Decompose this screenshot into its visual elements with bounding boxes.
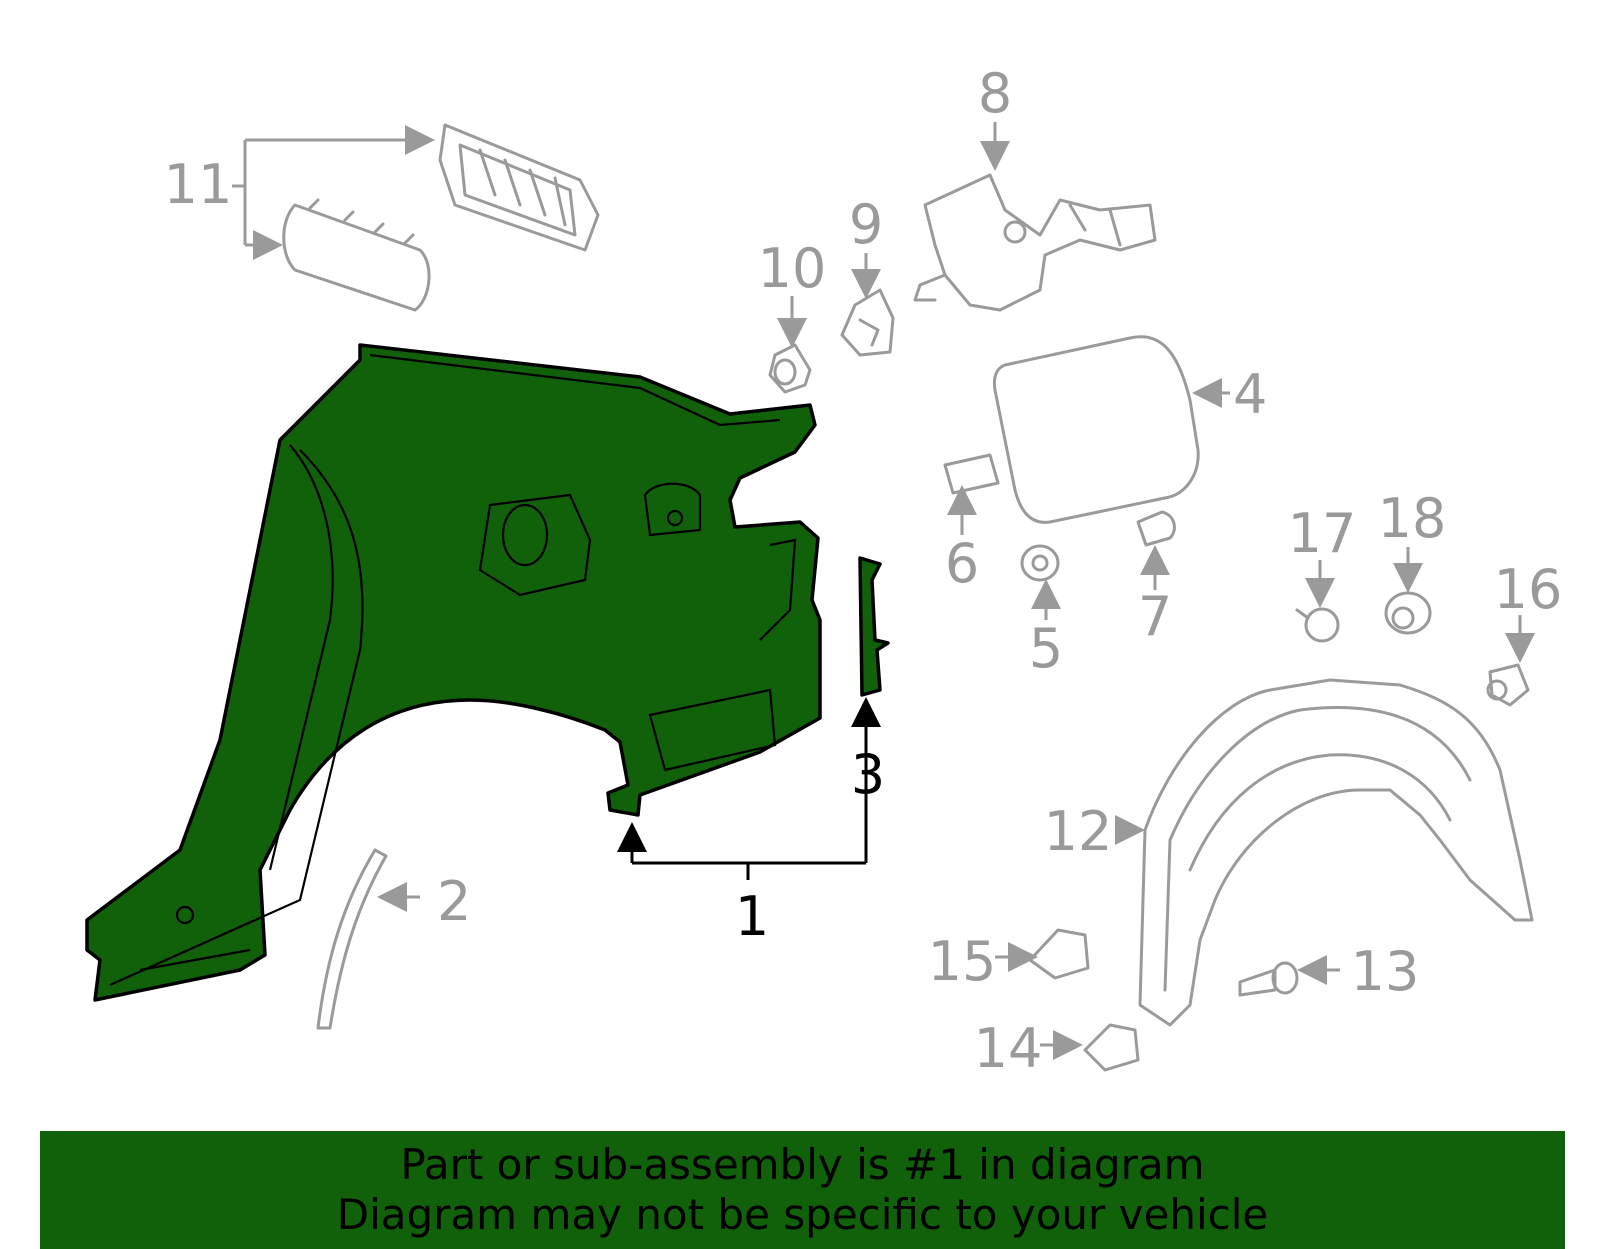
part-18-nut xyxy=(1384,591,1432,635)
part-17-clip xyxy=(1295,607,1340,643)
part-16-clip xyxy=(1486,663,1530,707)
callout-1: 1 xyxy=(735,885,769,948)
callout-18: 18 xyxy=(1378,487,1447,550)
part-15-clip xyxy=(1028,928,1090,980)
rear-bracket xyxy=(858,556,890,697)
banner-line-1: Part or sub-assembly is #1 in diagram xyxy=(400,1140,1205,1189)
callout-8: 8 xyxy=(978,62,1012,125)
callout-11: 11 xyxy=(164,153,233,216)
callout-16: 16 xyxy=(1494,558,1563,621)
part-13-bolt xyxy=(1238,961,1299,997)
leader-lines xyxy=(232,122,1535,1060)
part-10-grommet xyxy=(768,343,812,394)
callout-10: 10 xyxy=(758,237,827,300)
wheel-liner xyxy=(1138,678,1534,1027)
callout-6: 6 xyxy=(945,532,979,595)
vent-assembly xyxy=(282,123,600,312)
callout-4: 4 xyxy=(1233,363,1267,426)
part-9-bracket xyxy=(840,288,895,357)
fuel-door-actuator xyxy=(913,173,1157,312)
callout-12: 12 xyxy=(1044,800,1113,863)
part-14-clip xyxy=(1083,1023,1140,1072)
callout-9: 9 xyxy=(849,193,883,256)
callout-3: 3 xyxy=(851,743,885,806)
banner-line-2: Diagram may not be specific to your vehi… xyxy=(336,1190,1269,1239)
part-5-bumper xyxy=(1020,544,1060,582)
part-7-bumper xyxy=(1136,510,1176,547)
callout-15: 15 xyxy=(928,930,997,993)
callout-7: 7 xyxy=(1138,585,1172,648)
fuel-door xyxy=(992,335,1200,524)
part-6-label xyxy=(943,453,1000,495)
callout-14: 14 xyxy=(974,1017,1043,1080)
info-banner: Part or sub-assembly is #1 in diagram Di… xyxy=(40,1131,1565,1249)
callout-5: 5 xyxy=(1029,617,1063,680)
quarter-panel xyxy=(85,343,822,1002)
callout-2: 2 xyxy=(437,870,471,933)
callout-13: 13 xyxy=(1351,940,1420,1003)
wheel-arch-molding xyxy=(316,848,388,1030)
callout-17: 17 xyxy=(1288,502,1357,565)
